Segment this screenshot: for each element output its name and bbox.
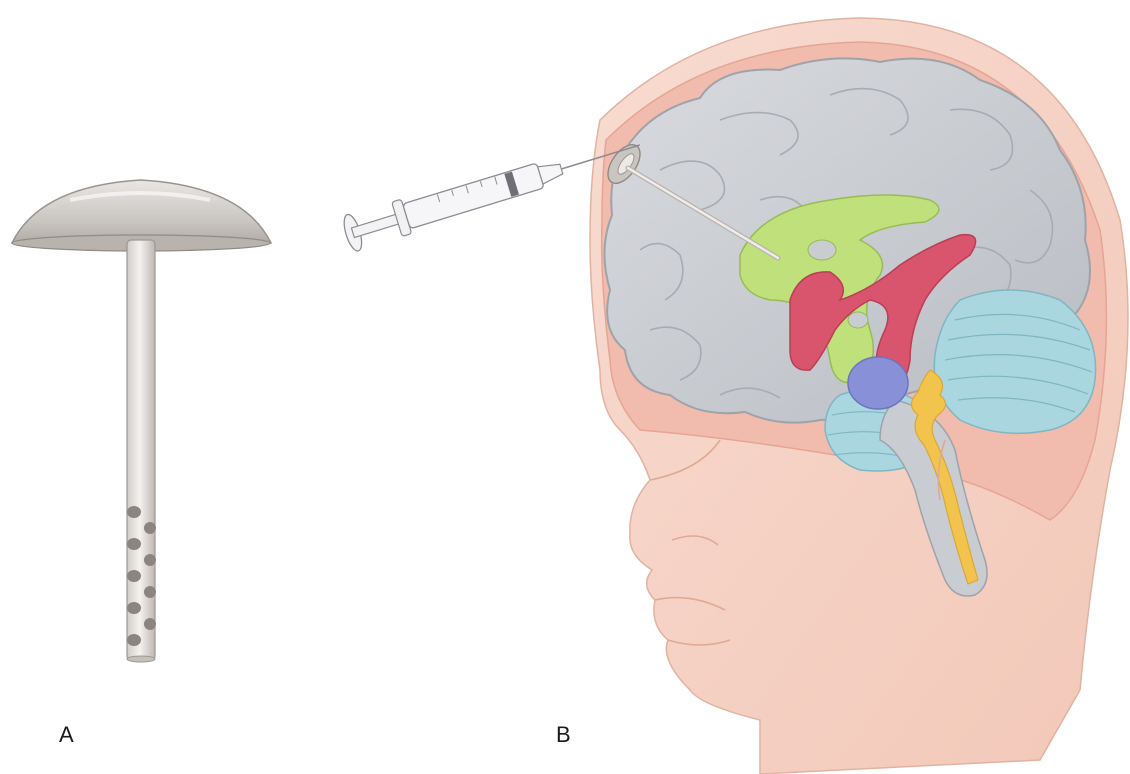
thalamus — [848, 357, 908, 409]
panel-label-a: A — [59, 724, 74, 746]
cerebellum — [934, 290, 1095, 433]
ommaya-reservoir — [12, 180, 271, 662]
panel-label-b: B — [556, 724, 571, 746]
head-illustration — [341, 18, 1128, 774]
